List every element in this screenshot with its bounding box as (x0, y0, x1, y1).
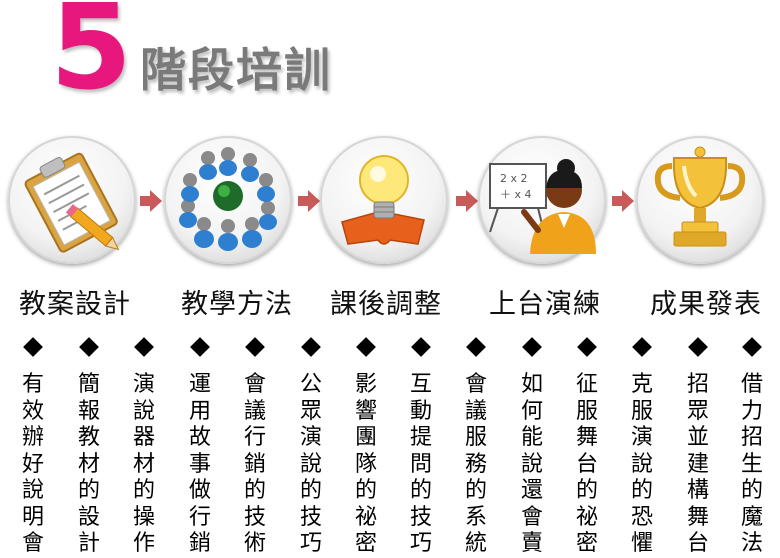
item-text: 互動提問的技巧 (409, 372, 432, 556)
item-text: 演說器材的操作 (132, 372, 155, 556)
list-item: 公眾演說的技巧 (296, 336, 326, 558)
stage-2-circle (164, 136, 292, 264)
item-text: 公眾演說的技巧 (299, 372, 322, 556)
list-item: 借力招生的魔法 (737, 336, 767, 558)
diamond-bullet-icon (245, 337, 265, 357)
stage-3-circle (320, 136, 448, 264)
stage-label-5: 成果發表 (650, 289, 762, 320)
list-item: 如何能說還會賣 (517, 336, 547, 558)
item-text: 借力招生的魔法 (740, 372, 763, 556)
diamond-bullet-icon (134, 337, 154, 357)
list-item: 會議行銷的技術 (240, 336, 270, 558)
page-title: 5 階段培訓 (50, 0, 450, 116)
stage-4-circle: 2 x 2 ＋ x 4 (478, 136, 606, 264)
item-text: 運用故事做行銷 (188, 372, 211, 556)
list-item: 簡報教材的設計 (74, 336, 104, 558)
trophy-icon (654, 146, 746, 247)
diamond-bullet-icon (688, 337, 708, 357)
title-number: 5 (50, 0, 133, 116)
diamond-bullet-icon (632, 337, 652, 357)
list-item: 征服舞台的祕密 (572, 336, 602, 558)
diamond-bullet-icon (411, 337, 431, 357)
item-text: 簡報教材的設計 (77, 372, 100, 556)
clipboard-pencil-icon (24, 152, 120, 253)
list-item: 招眾並建構舞台 (683, 336, 713, 558)
teacher-board-icon: 2 x 2 ＋ x 4 (489, 159, 596, 254)
diamond-bullet-icon (577, 337, 597, 357)
stage-label-1: 教案設計 (19, 289, 131, 320)
diamond-bullet-icon (522, 337, 542, 357)
item-text: 有效辦好說明會 (21, 372, 44, 556)
stage-label-2: 教學方法 (181, 289, 293, 320)
list-item: 影響團隊的祕密 (351, 336, 381, 558)
item-text: 會議服務的系統 (464, 372, 487, 556)
diamond-bullet-icon (356, 337, 376, 357)
stage-1-circle (8, 136, 136, 264)
stage-label-3: 課後調整 (330, 289, 442, 320)
item-text: 招眾並建構舞台 (686, 372, 709, 556)
item-text: 如何能說還會賣 (520, 372, 543, 556)
people-globe-icon (179, 147, 277, 251)
lightbulb-puzzle-icon (341, 155, 425, 245)
stage-label-4: 上台演練 (489, 289, 601, 320)
item-text: 征服舞台的祕密 (575, 372, 598, 556)
list-item: 克服演說的恐懼 (627, 336, 657, 558)
diamond-bullet-icon (79, 337, 99, 357)
list-item: 有效辦好說明會 (18, 336, 48, 558)
item-text: 克服演說的恐懼 (630, 372, 653, 556)
list-item: 會議服務的系統 (461, 336, 491, 558)
item-text: 會議行銷的技術 (243, 372, 266, 556)
svg-text:2 x 2: 2 x 2 (500, 172, 528, 185)
diamond-bullet-icon (190, 337, 210, 357)
diamond-bullet-icon (466, 337, 486, 357)
svg-text:＋ x 4: ＋ x 4 (500, 188, 532, 201)
diamond-bullet-icon (23, 337, 43, 357)
diamond-bullet-icon (742, 337, 762, 357)
list-item: 演說器材的操作 (129, 336, 159, 558)
item-text: 影響團隊的祕密 (354, 372, 377, 556)
title-text: 階段培訓 (140, 43, 332, 97)
list-item: 互動提問的技巧 (406, 336, 436, 558)
diamond-bullet-icon (301, 337, 321, 357)
stage-5-circle (636, 136, 764, 264)
list-item: 運用故事做行銷 (185, 336, 215, 558)
